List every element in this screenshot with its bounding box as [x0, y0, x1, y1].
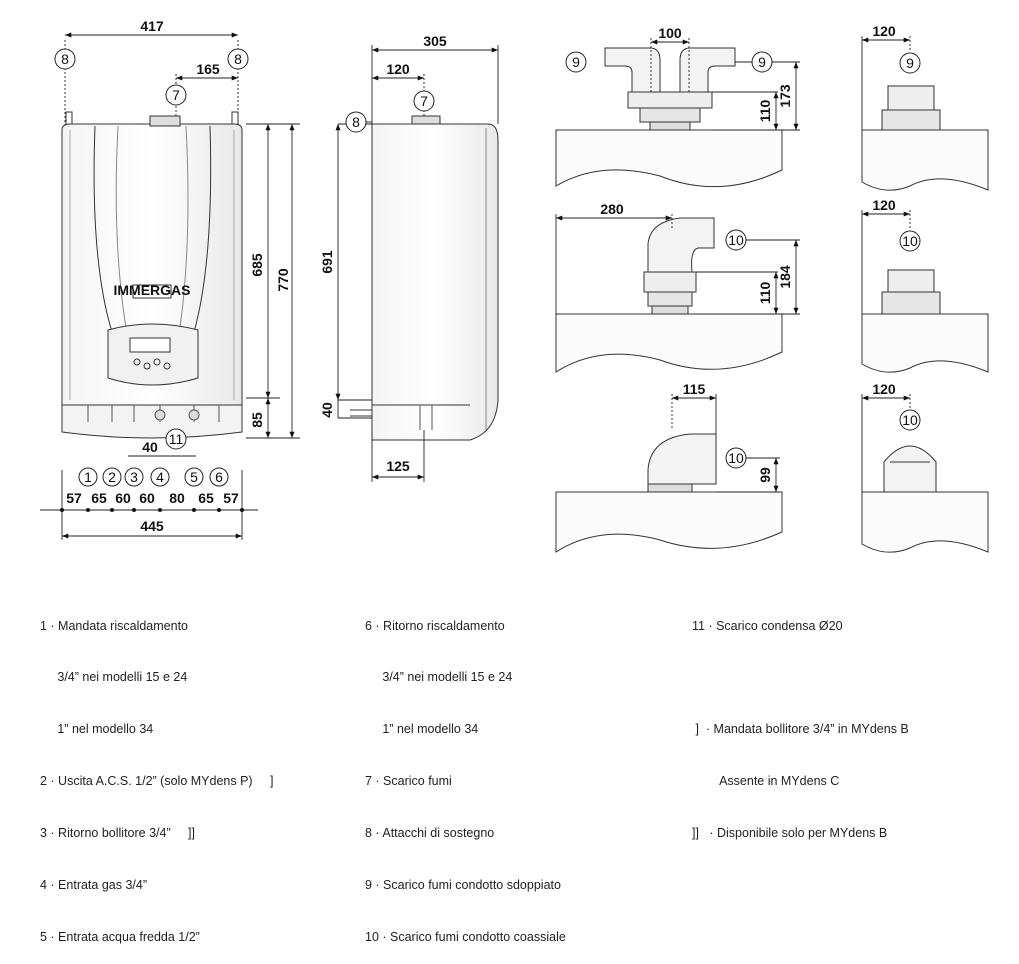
- segment-6: 65: [198, 490, 214, 506]
- dim-split-h-low: 110: [757, 99, 773, 122]
- kit-elbow-front: [555, 433, 783, 553]
- legend-item: 8 · Attacchi di sostegno: [365, 826, 495, 841]
- kit-coax-front-dims: [555, 214, 800, 315]
- side-callout-bracket: 8: [352, 114, 360, 130]
- kit-coax-front-callout: 10: [728, 232, 744, 248]
- legend-item: 10 · Scarico fumi condotto coassiale: [365, 929, 566, 944]
- callout-bracket-left: 8: [61, 51, 69, 67]
- kit-split-side-dims: [861, 36, 911, 130]
- dim-gap-center: 40: [142, 439, 158, 455]
- kit-elbow-side-dims: [861, 394, 911, 492]
- callout-bracket-right: 8: [234, 51, 242, 67]
- connection-3: 3: [130, 469, 138, 485]
- connection-1: 1: [84, 469, 92, 485]
- kit-elbow-side-marker: [899, 409, 921, 431]
- dim-split-side-offset: 120: [872, 23, 896, 39]
- legend-item: 1” nel modello 34: [40, 722, 154, 737]
- legend-item: 3/4” nei modelli 15 e 24: [40, 670, 188, 685]
- segment-1: 57: [66, 490, 82, 506]
- front-segment-ticks: [60, 508, 244, 512]
- technical-drawing: IMMERGAS 417 165 685 770 85 40 445 57 65…: [40, 18, 989, 553]
- dim-bracket-span: 165: [196, 61, 220, 77]
- kit-split-callout-right: 9: [758, 54, 766, 70]
- dim-height-bottom: 85: [249, 412, 265, 428]
- kit-split-side-marker: [899, 52, 921, 74]
- side-markers: [345, 90, 435, 133]
- legend-column-3: 11 · Scarico condensa Ø20 ] · Mandata bo…: [692, 583, 909, 860]
- kit-coax-front: [555, 217, 783, 373]
- side-view: [346, 115, 499, 441]
- dim-elbow-height: 99: [757, 467, 773, 483]
- kit-coax-side-dims: [861, 210, 911, 314]
- callout-flue: 7: [172, 87, 180, 103]
- side-callout-flue: 7: [420, 93, 428, 109]
- legend-item: Assente in MYdens C: [692, 774, 840, 789]
- kit-split-front: [555, 47, 783, 188]
- connection-6: 6: [215, 469, 223, 485]
- legend-item: [692, 669, 909, 686]
- kit-elbow-side-callout: 10: [902, 412, 918, 428]
- dim-width-bottom: 445: [140, 518, 164, 534]
- dim-width-top: 417: [140, 18, 164, 34]
- dim-bottom-offset: 40: [319, 402, 335, 418]
- legend-item: 11 · Scarico condensa Ø20: [692, 618, 843, 633]
- legend-item: 9 · Scarico fumi condotto sdoppiato: [365, 878, 561, 893]
- segment-2: 65: [91, 490, 107, 506]
- dim-coax-h-high: 184: [777, 265, 793, 289]
- dim-flue-offset: 120: [386, 61, 410, 77]
- legend-column-1: 1 · Mandata riscaldamento 3/4” nei model…: [40, 583, 273, 964]
- front-view: [61, 111, 243, 439]
- front-dimension-lines: [40, 32, 300, 540]
- segment-7: 57: [223, 490, 239, 506]
- dim-height-total: 770: [275, 268, 291, 292]
- connection-4: 4: [156, 469, 164, 485]
- kit-coax-side-callout: 10: [902, 233, 918, 249]
- segment-3: 60: [115, 490, 131, 506]
- dim-depth-bottom: 125: [386, 458, 410, 474]
- kit-split-side: [861, 85, 989, 191]
- kit-coax-front-marker: [725, 229, 747, 251]
- kit-coax-side-marker: [899, 230, 921, 252]
- dim-split-h-high: 173: [777, 84, 793, 108]
- legend-item: ]] · Disponibile solo per MYdens B: [692, 826, 888, 841]
- legend-item: 3 · Ritorno bollitore 3/4” ]]: [40, 826, 195, 841]
- segment-5: 80: [169, 490, 185, 506]
- dim-coax-side-offset: 120: [872, 197, 896, 213]
- front-bottom-segments: 57 65 60 60 80 65 57: [66, 490, 239, 506]
- legend-item: 2 · Uscita A.C.S. 1/2” (solo MYdens P) ]: [40, 774, 274, 789]
- dim-coax-h-low: 110: [757, 281, 773, 304]
- dim-depth: 305: [423, 33, 447, 49]
- legend-item: 7 · Scarico fumi: [365, 774, 452, 789]
- legend-item: 1” nel modello 34: [365, 722, 479, 737]
- kit-elbow-front-dims: [671, 394, 780, 493]
- kit-elbow-front-callout: 10: [728, 450, 744, 466]
- dim-coax-width: 280: [600, 201, 624, 217]
- kit-coax-side: [861, 269, 989, 373]
- legend-item: 1 · Mandata riscaldamento: [40, 618, 188, 633]
- callout-condensate: 11: [169, 431, 184, 447]
- legend-item: 3/4” nei modelli 15 e 24: [365, 670, 513, 685]
- dim-elbow-side-offset: 120: [872, 381, 896, 397]
- kit-elbow-side: [861, 445, 989, 553]
- connection-2: 2: [108, 469, 116, 485]
- front-logo: IMMERGAS: [114, 282, 191, 298]
- kit-elbow-front-marker: [725, 447, 747, 469]
- dim-side-height: 691: [319, 250, 335, 274]
- dim-height-body: 685: [249, 253, 265, 277]
- kit-split-callout-left: 9: [572, 54, 580, 70]
- legend-column-2: 6 · Ritorno riscaldamento 3/4” nei model…: [365, 583, 566, 964]
- legend-item: 4 · Entrata gas 3/4”: [40, 878, 148, 893]
- segment-4: 60: [139, 490, 155, 506]
- connection-5: 5: [190, 469, 198, 485]
- side-dimension-lines: [335, 45, 499, 482]
- legend-item: ] · Mandata bollitore 3/4” in MYdens B: [692, 722, 909, 737]
- kit-split-side-callout: 9: [906, 55, 914, 71]
- dim-split-spacing: 100: [658, 25, 682, 41]
- dim-elbow-width: 115: [683, 381, 706, 397]
- kit-split-front-markers: [565, 51, 773, 73]
- legend-item: 5 · Entrata acqua fredda 1/2”: [40, 929, 200, 944]
- legend-item: 6 · Ritorno riscaldamento: [365, 618, 505, 633]
- connection-markers: [54, 48, 249, 487]
